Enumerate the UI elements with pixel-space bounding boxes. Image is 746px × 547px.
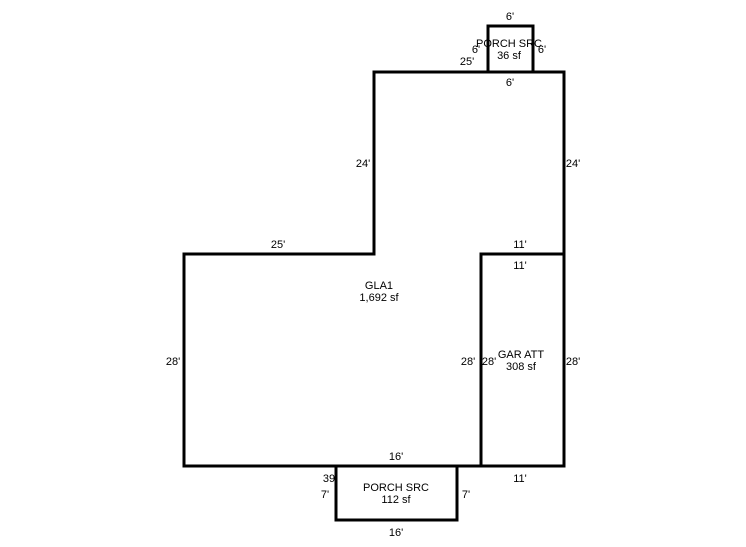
dim-garage-top-outer: 11' bbox=[513, 239, 527, 251]
dim-garage-left-inner: 28' bbox=[482, 356, 496, 368]
dim-porch-top-left: 6' bbox=[472, 44, 480, 56]
porch-top-name: PORCH SRC bbox=[476, 38, 542, 50]
dim-porch-bottom-corner: 39 bbox=[323, 473, 335, 485]
dim-porch-bottom-bottom: 16' bbox=[389, 527, 403, 539]
dim-garage-left-outer: 28' bbox=[461, 356, 475, 368]
porch-top-area: 36 sf bbox=[497, 50, 522, 62]
porch-bottom-area: 112 sf bbox=[381, 494, 411, 506]
porch-top-outline bbox=[486, 24, 535, 74]
gla-name: GLA1 bbox=[365, 280, 393, 292]
dim-porch-top-right: 6' bbox=[538, 44, 546, 56]
dim-garage-right: 28' bbox=[566, 356, 580, 368]
dim-gla-bottom: 16' bbox=[389, 451, 403, 463]
dim-upper-top: 25' bbox=[460, 56, 474, 68]
dim-garage-top-inner: 11' bbox=[513, 260, 527, 272]
garage-outline bbox=[479, 252, 566, 468]
dim-porch-top-bottom: 6' bbox=[506, 77, 514, 89]
garage-area: 308 sf bbox=[506, 361, 537, 373]
porch-bottom-name: PORCH SRC bbox=[363, 482, 429, 494]
gla-outline bbox=[182, 70, 566, 468]
dim-porch-bottom-right: 7' bbox=[462, 489, 470, 501]
garage-name: GAR ATT bbox=[498, 349, 545, 361]
dim-upper-right: 24' bbox=[566, 158, 580, 170]
dim-left-side: 28' bbox=[166, 356, 180, 368]
dim-upper-left: 24' bbox=[356, 158, 370, 170]
dim-porch-bottom-left: 7' bbox=[321, 489, 329, 501]
gla-area: 1,692 sf bbox=[359, 292, 399, 304]
dim-left-top: 25' bbox=[271, 239, 285, 251]
porch-bottom-outline bbox=[334, 464, 459, 522]
dim-porch-top-top: 6' bbox=[506, 11, 514, 23]
dim-garage-bottom: 11' bbox=[513, 473, 527, 485]
